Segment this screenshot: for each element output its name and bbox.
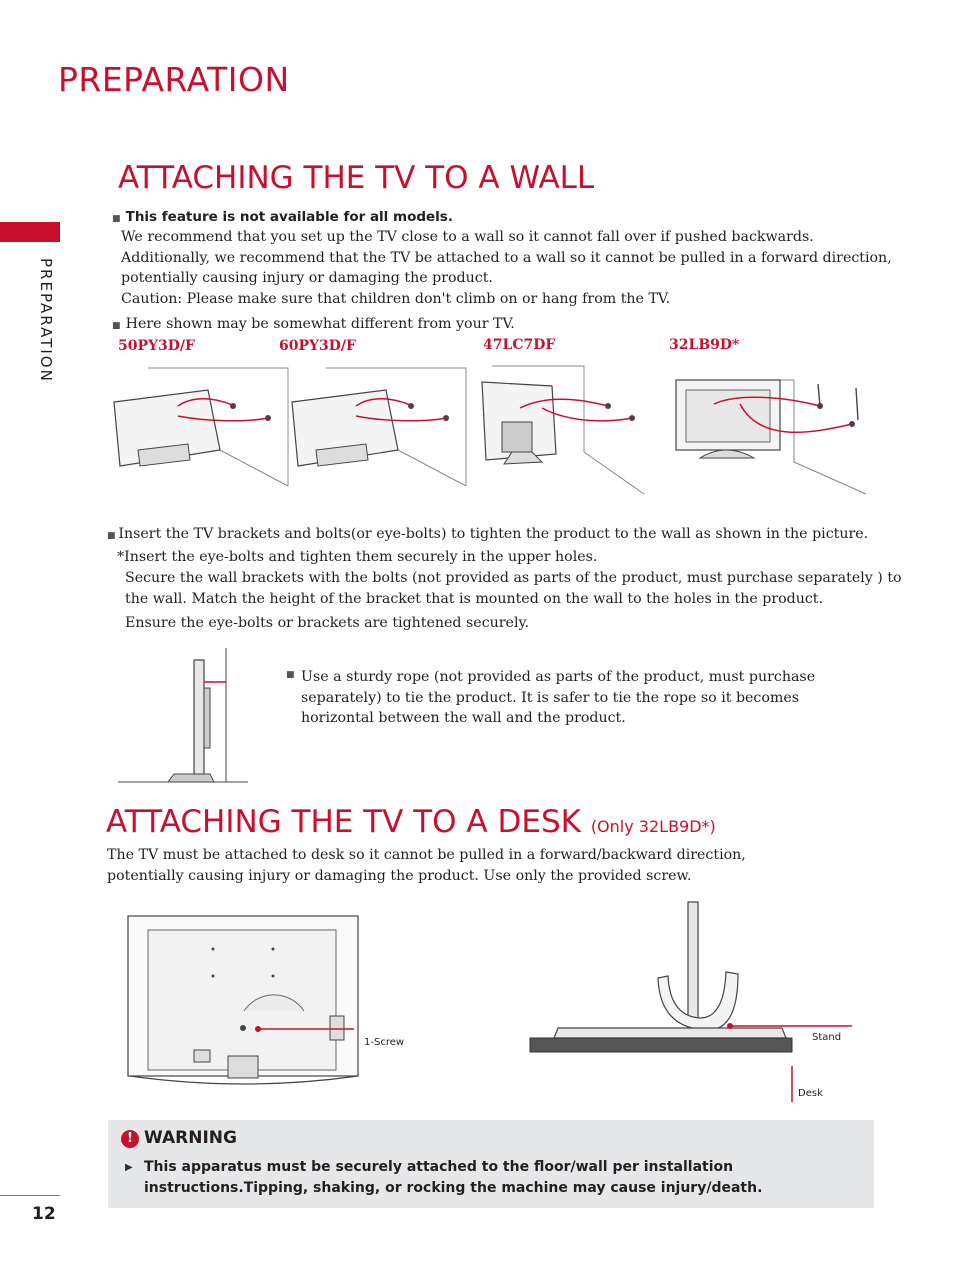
wall-mount-illustration-60py3d <box>291 367 467 487</box>
model-label: 60PY3D/F <box>279 338 356 354</box>
square-bullet-icon: ■ <box>112 321 121 331</box>
warning-line: instructions.Tipping, shaking, or rockin… <box>144 1180 763 1196</box>
note-bold: This feature is not available for all mo… <box>125 209 453 225</box>
rope-line: horizontal between the wall and the prod… <box>301 710 626 726</box>
warning-icon: ! <box>121 1130 139 1148</box>
desk-heading: ATTACHING THE TV TO A DESK (Only 32LB9D*… <box>106 804 716 840</box>
desk-heading-sub: (Only 32LB9D*) <box>590 817 716 836</box>
square-bullet-icon: ■ <box>107 531 119 541</box>
ensure-text: Ensure the eye-bolts or brackets are tig… <box>125 615 530 631</box>
section-side-label: PREPARATION <box>37 258 55 383</box>
rope-text-block: Use a sturdy rope (not provided as parts… <box>301 667 861 729</box>
secure-line: Secure the wall brackets with the bolts … <box>125 570 902 586</box>
rope-line: separately) to tie the product. It is sa… <box>301 689 800 706</box>
wall-intro-line: potentially causing injury or damaging t… <box>121 270 493 286</box>
insert-text: Insert the TV brackets and bolts(or eye-… <box>118 526 869 542</box>
insert-line-1: ■ Insert the TV brackets and bolts(or ey… <box>107 524 868 547</box>
warning-title: WARNING <box>144 1128 237 1148</box>
model-label: 47LC7DF <box>483 337 556 353</box>
tv-rear-desk-illustration <box>127 915 359 1085</box>
triangle-bullet-icon: ▶ <box>125 1162 133 1173</box>
wall-mount-illustration-47lc7df <box>481 365 645 495</box>
insert-instructions: ■ Insert the TV brackets and bolts(or ey… <box>107 524 868 567</box>
desk-label: Desk <box>798 1088 823 1099</box>
note-bullet-2: ■ Here shown may be somewhat different f… <box>112 313 515 335</box>
wall-intro-line: Additionally, we recommend that the TV b… <box>121 249 892 266</box>
desk-line: potentially causing injury or damaging t… <box>107 867 692 884</box>
desk-line: The TV must be attached to desk so it ca… <box>107 847 746 863</box>
footer-rule <box>0 1195 60 1196</box>
wall-mount-illustration-50py3d <box>113 367 289 487</box>
rope-line: Use a sturdy rope (not provided as parts… <box>301 669 816 685</box>
section-tab-marker <box>0 222 60 242</box>
stand-desk-side-illustration <box>529 901 852 1102</box>
stand-label: Stand <box>812 1032 842 1043</box>
wall-heading: ATTACHING THE TV TO A WALL <box>118 160 595 196</box>
warning-text: This apparatus must be securely attached… <box>144 1157 762 1199</box>
model-label: 50PY3D/F <box>118 338 195 354</box>
insert-line-2: *Insert the eye-bolts and tighten them s… <box>117 548 598 565</box>
page-number: 12 <box>32 1204 56 1224</box>
page-title: PREPARATION <box>58 60 290 99</box>
wall-intro-line: Caution: Please make sure that children … <box>121 290 671 307</box>
secure-paragraph: Secure the wall brackets with the bolts … <box>125 568 902 609</box>
square-bullet-icon: ■ <box>286 670 295 680</box>
warning-line: This apparatus must be securely attached… <box>144 1159 734 1175</box>
note-bullet-1: ■ This feature is not available for all … <box>112 206 453 225</box>
wall-intro-paragraph: We recommend that you set up the TV clos… <box>121 227 892 309</box>
wall-intro-line: We recommend that you set up the TV clos… <box>121 229 814 245</box>
rope-side-view-illustration <box>118 648 248 783</box>
model-label: 32LB9D* <box>669 337 740 353</box>
note2-text: Here shown may be somewhat different fro… <box>125 316 515 332</box>
desk-paragraph: The TV must be attached to desk so it ca… <box>107 845 746 886</box>
screw-label: 1-Screw <box>364 1037 405 1048</box>
square-bullet-icon: ■ <box>112 214 121 224</box>
secure-line: the wall. Match the height of the bracke… <box>125 590 824 607</box>
desk-heading-text: ATTACHING THE TV TO A DESK <box>106 804 581 840</box>
warning-box <box>108 1120 874 1208</box>
wall-mount-illustration-32lb9d <box>675 379 867 495</box>
